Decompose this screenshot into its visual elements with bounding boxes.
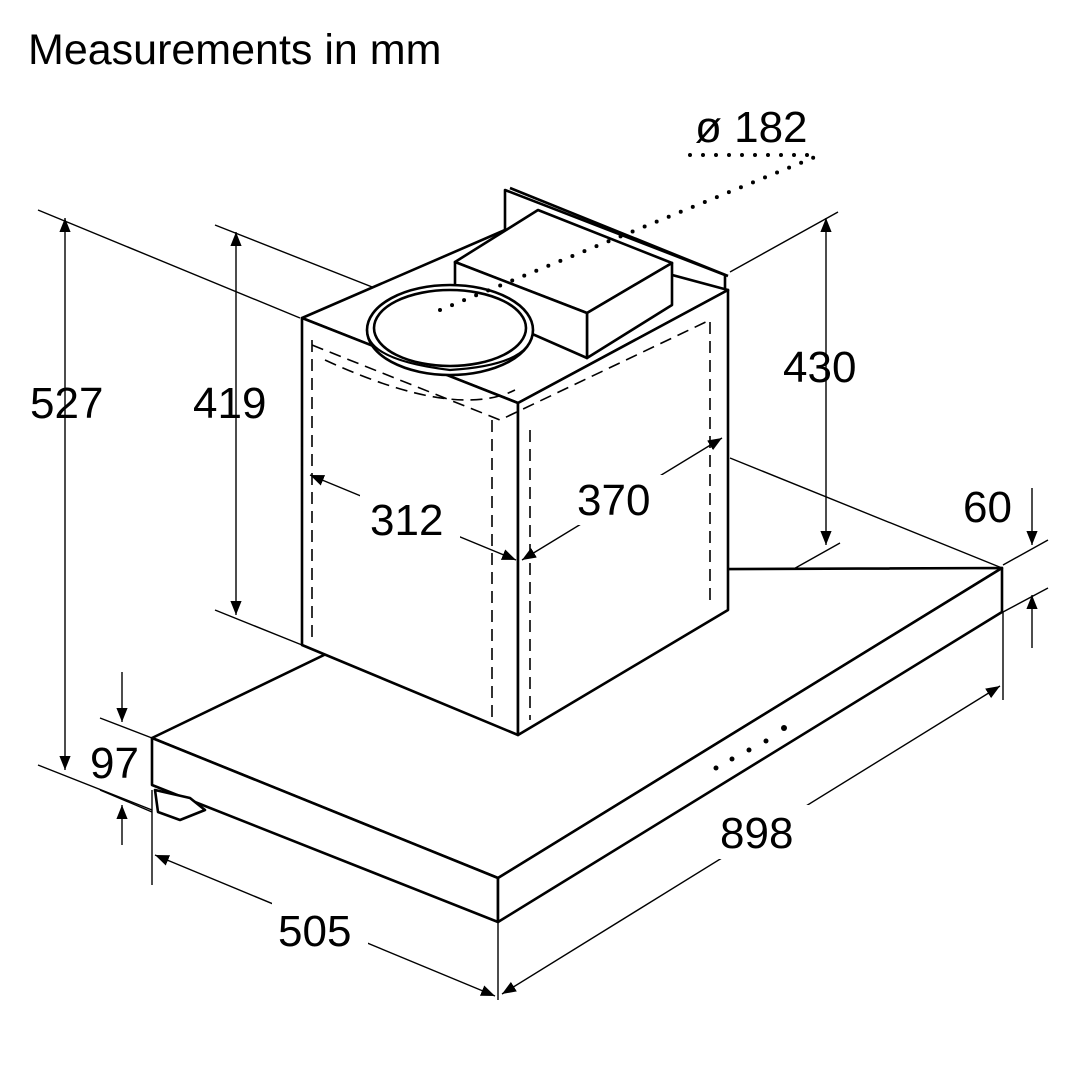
- total-height-label: 527: [30, 379, 103, 428]
- width-label: 898: [720, 809, 793, 858]
- chimney-height-right-label: 430: [783, 343, 856, 392]
- canopy-thickness-front-label: 60: [963, 483, 1012, 532]
- chimney-height-label: 419: [193, 379, 266, 428]
- chimney-width-label: 312: [370, 496, 443, 545]
- chimney-depth-label: 370: [577, 476, 650, 525]
- depth-label: 505: [278, 907, 351, 956]
- canopy-thickness-side-label: 97: [90, 739, 139, 788]
- diagram-title: Measurements in mm: [28, 26, 442, 74]
- extension-lines: [37, 209, 1049, 1000]
- duct-diameter-label: ø 182: [695, 103, 808, 152]
